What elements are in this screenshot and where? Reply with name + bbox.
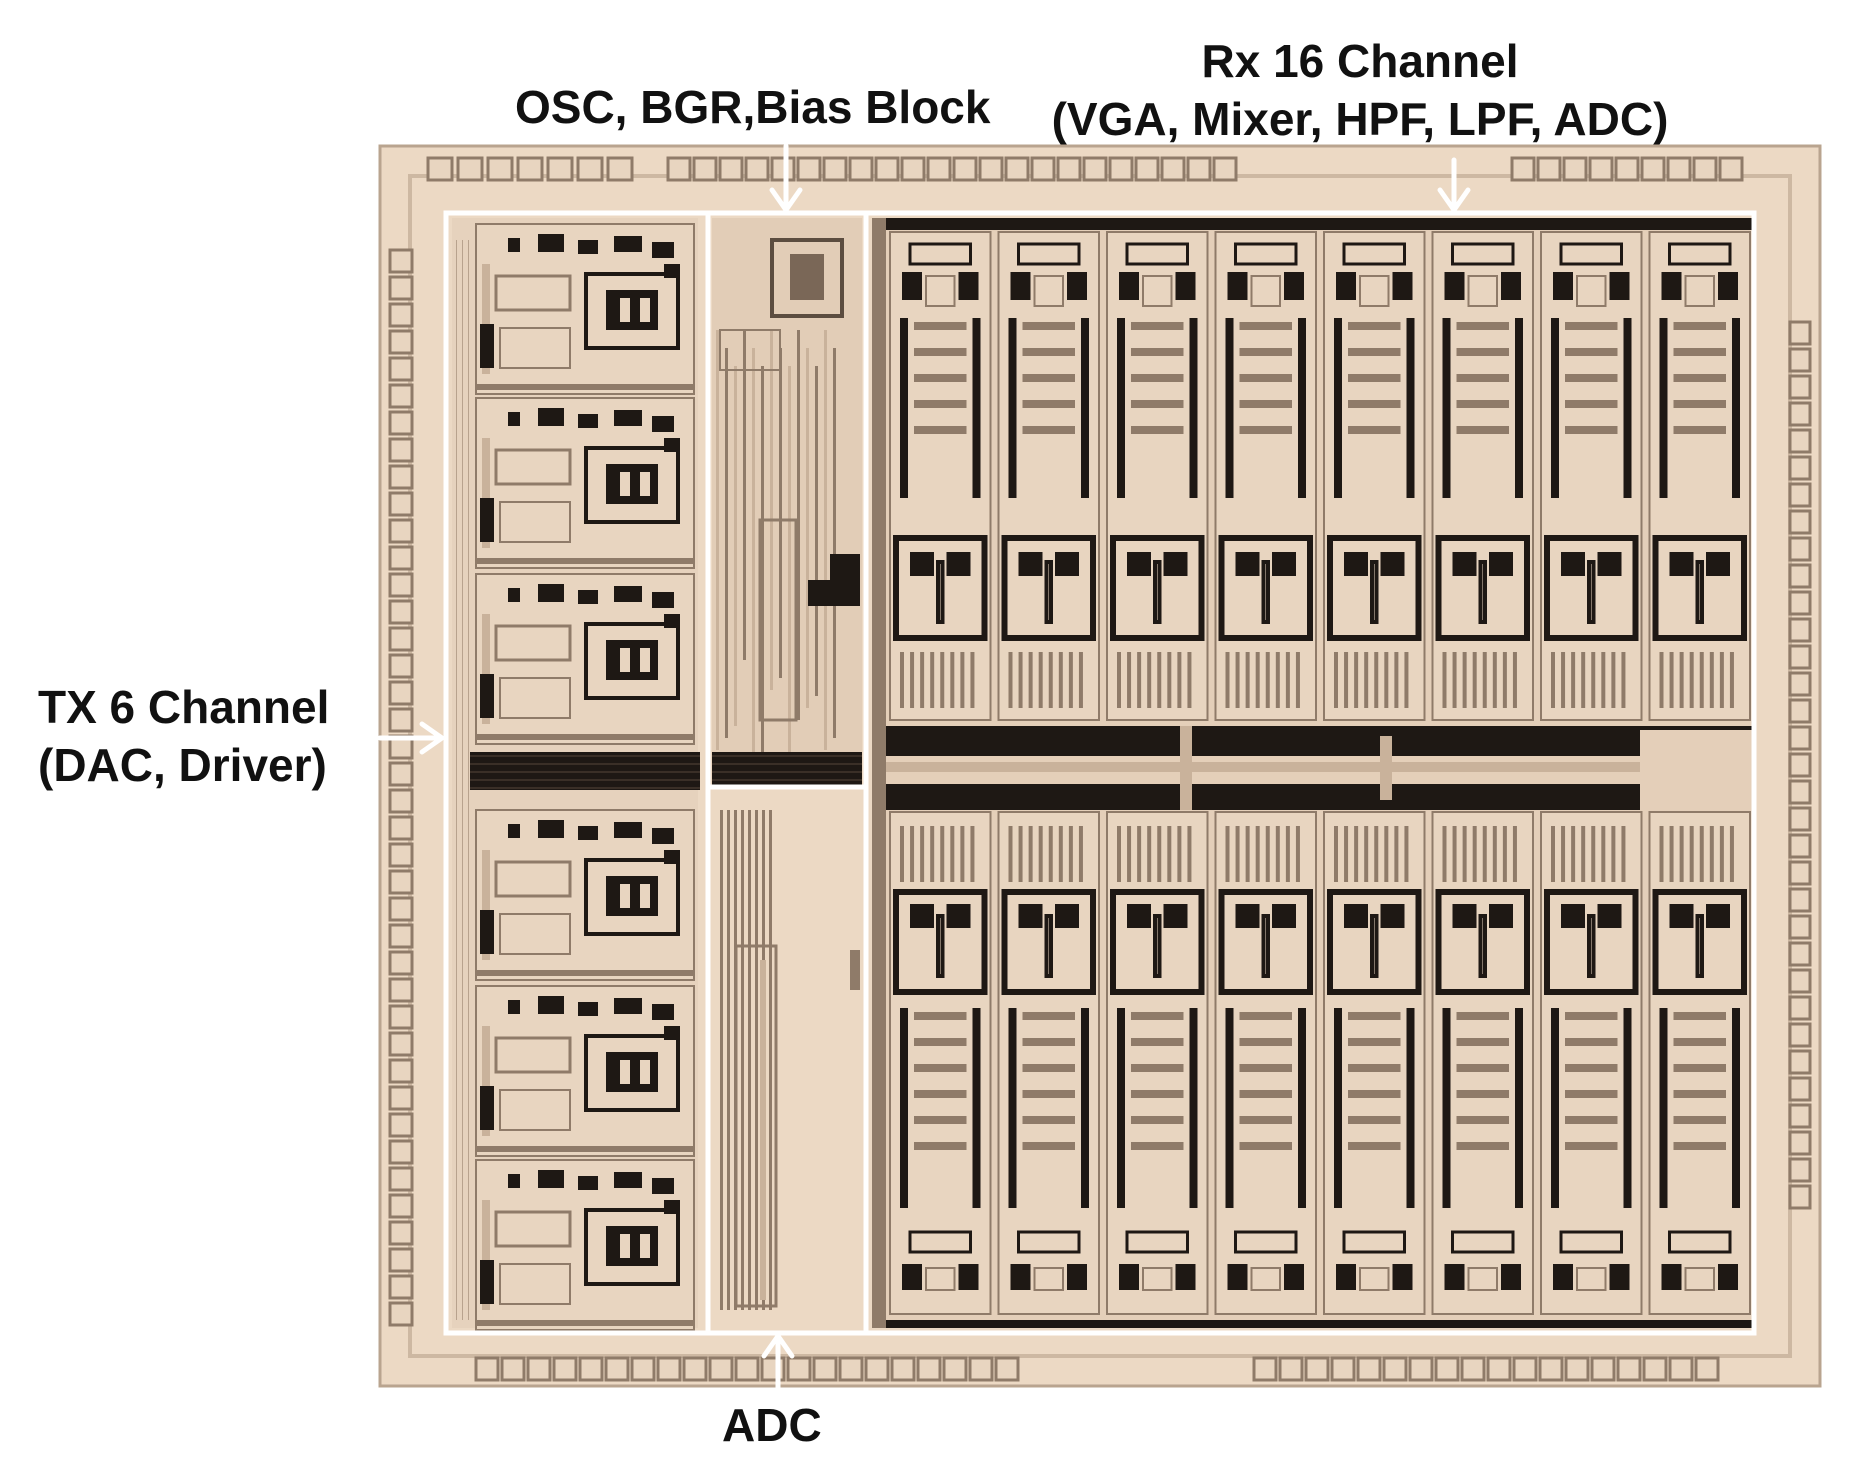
- tx-channel-line1: TX 6 Channel: [38, 681, 330, 733]
- tx-region: [452, 218, 700, 1331]
- adc-region: [712, 790, 862, 1328]
- pad-ring-left: [388, 248, 414, 1327]
- osc-bgr-bias-region: [712, 218, 862, 786]
- adc-text: ADC: [722, 1399, 822, 1451]
- rx-box: [863, 210, 1757, 1336]
- tx-channel-label: TX 6 Channel (DAC, Driver): [38, 678, 329, 794]
- rx-channel-line2: (VGA, Mixer, HPF, LPF, ADC): [1051, 93, 1669, 145]
- adc-arrow: [761, 1333, 795, 1395]
- osc-arrow: [769, 143, 803, 213]
- tx-channel-line2: (DAC, Driver): [38, 739, 327, 791]
- pad-ring-bottom: [474, 1356, 1720, 1382]
- tx-center-bus: [470, 752, 700, 790]
- osc-bgr-bias-label: OSC, BGR,Bias Block: [515, 78, 990, 136]
- rx-arrow: [1437, 157, 1471, 213]
- adc-label: ADC: [722, 1396, 822, 1454]
- pad-ring-top: [426, 156, 1744, 182]
- rx-channel-label: Rx 16 Channel (VGA, Mixer, HPF, LPF, ADC…: [1020, 32, 1700, 148]
- rx-region: [872, 218, 1754, 1328]
- rx-channel-line1: Rx 16 Channel: [1201, 35, 1519, 87]
- arrows: [377, 143, 1471, 1395]
- rx-center-bus: [886, 726, 1754, 810]
- pad-ring-right: [1788, 320, 1812, 1210]
- tx-arrow: [377, 721, 445, 755]
- region-outlines: [443, 210, 1757, 1336]
- osc-bgr-bias-text: OSC, BGR,Bias Block: [515, 81, 991, 133]
